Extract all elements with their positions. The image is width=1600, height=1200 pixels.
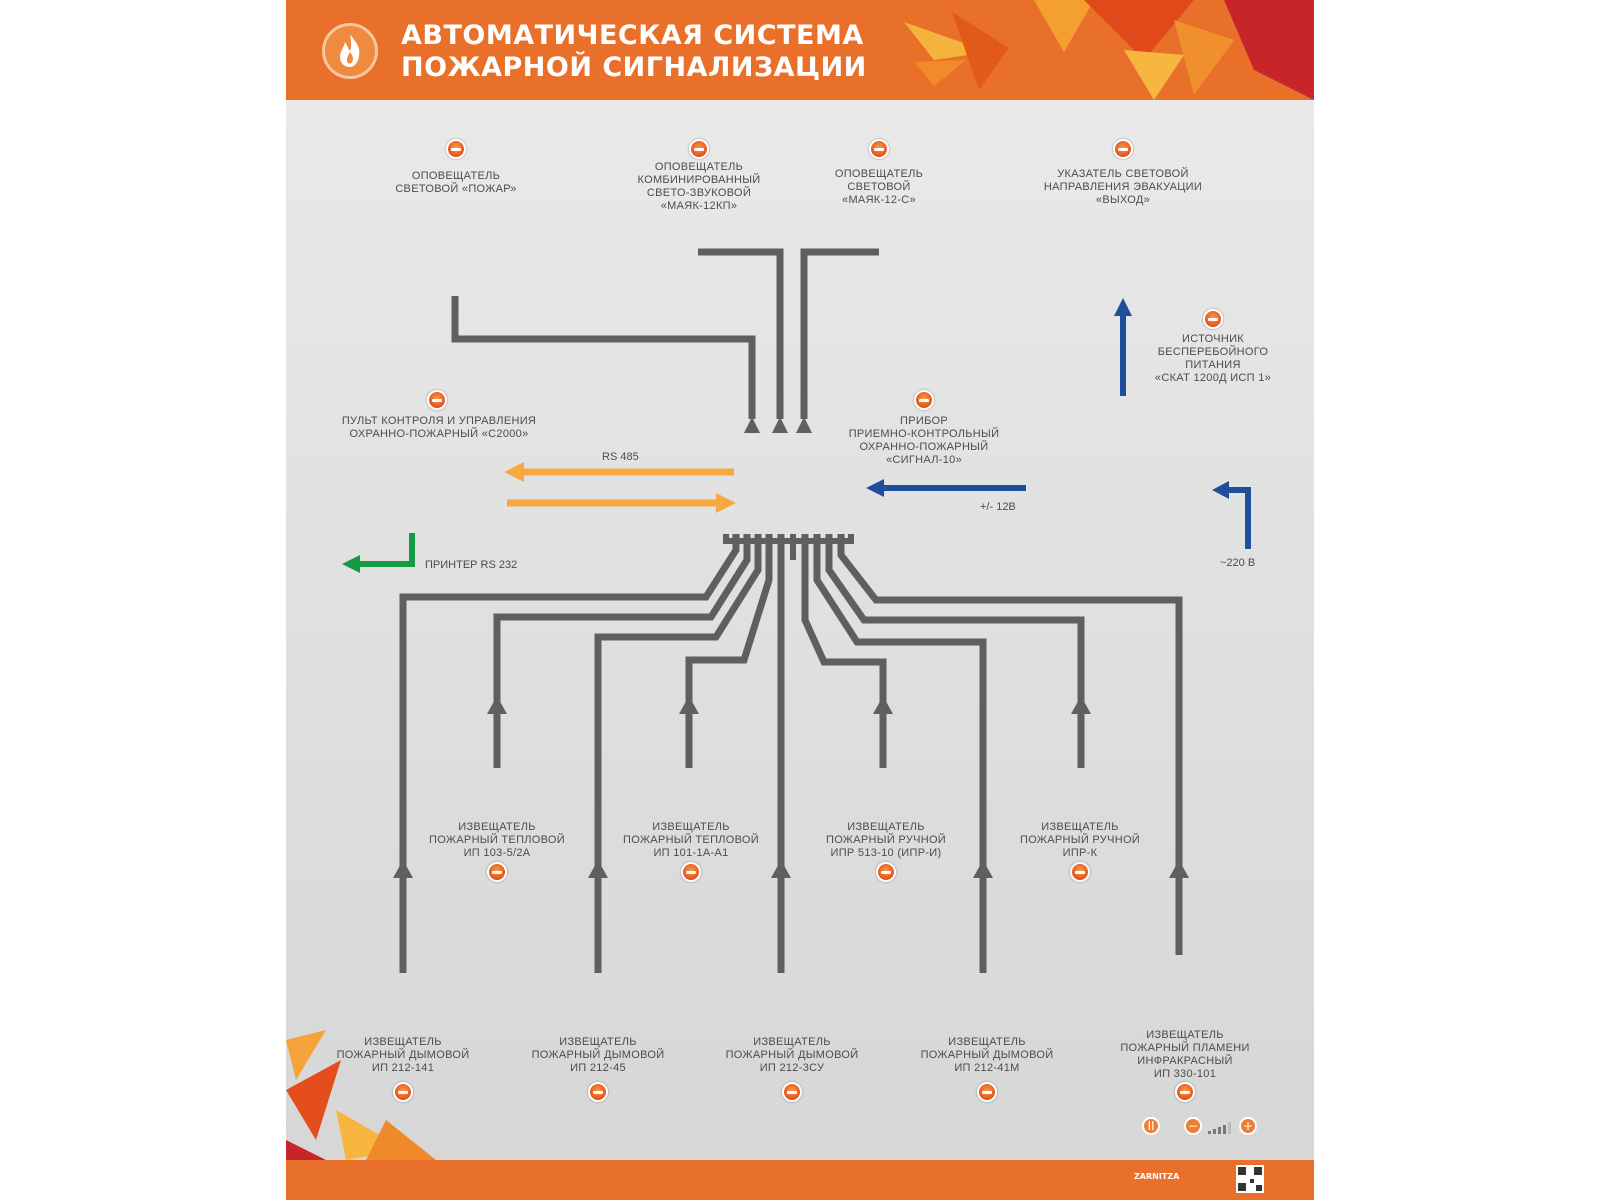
bus-comb [723, 534, 854, 544]
qr-code-icon [1236, 1165, 1264, 1193]
pause-button[interactable]: II [1142, 1117, 1160, 1135]
label-smoke-45: Извещательпожарный дымовой ИП 212-45 [531, 1036, 665, 1074]
label-ups: Источникбесперебойного питания«СКАТ 1200… [1154, 333, 1272, 384]
info-hotspot-signal10[interactable] [914, 390, 934, 410]
label-signal10: Приборприемно-контрольный охранно-пожарн… [848, 415, 1000, 466]
info-hotspot-mayak-12s[interactable] [869, 139, 889, 159]
label-c2000: Пульт контроля и управленияохранно-пожар… [341, 415, 537, 440]
label-flame-330: Извещательпожарный пламени инфракрасныйИ… [1120, 1029, 1250, 1080]
arrowhead-up [487, 696, 507, 714]
label-smoke-41m: Извещательпожарный дымовой ИП 212-41М [920, 1036, 1054, 1074]
info-hotspot-mayak-12kp[interactable] [689, 139, 709, 159]
arrowhead-up [973, 860, 993, 878]
label-exit-sign: Указатель световойнаправления эвакуации … [1043, 168, 1203, 206]
label-manual-iprk: Извещательпожарный ручной ИПР-К [1019, 821, 1141, 859]
rs485-link [504, 462, 736, 513]
label-mayak-12s: Оповещательсветовой «Маяк-12-С» [834, 168, 924, 206]
info-hotspot-ups[interactable] [1203, 309, 1223, 329]
label-printer: ПРИНТЕР RS 232 [425, 559, 518, 571]
wire-bus-8 [825, 534, 1085, 768]
info-hotspot-c2000[interactable] [427, 390, 447, 410]
label-heat-103: Извещательпожарный тепловой ИП 103-5/2А [429, 821, 565, 859]
title-line-1: АВТОМАТИЧЕСКАЯ СИСТЕМА [401, 20, 864, 51]
label-mayak-12kp: Оповещателькомбинированный свето-звуково… [637, 161, 761, 212]
wire-top-left [451, 296, 756, 419]
volume-up-button[interactable]: + [1239, 1117, 1257, 1135]
info-hotspot-manual-iprk[interactable] [1070, 862, 1090, 882]
info-hotspot-smoke-41m[interactable] [977, 1082, 997, 1102]
info-hotspot-smoke-141[interactable] [393, 1082, 413, 1102]
label-smoke-3su: Извещательпожарный дымовой ИП 212-3СУ [725, 1036, 859, 1074]
flame-icon [322, 23, 378, 79]
label-light-fire: Оповещательсветовой «Пожар» [395, 170, 517, 195]
arrowhead-up [679, 696, 699, 714]
label-heat-101: Извещательпожарный тепловой ИП 101-1А-А1 [623, 821, 759, 859]
label-ac220: ~220 В [1220, 557, 1256, 569]
info-hotspot-exit-sign[interactable] [1113, 139, 1133, 159]
volume-level-indicator [1208, 1122, 1232, 1134]
page-title: АВТОМАТИЧЕСКАЯ СИСТЕМА ПОЖАРНОЙ СИГНАЛИЗ… [401, 20, 867, 84]
wire-top-center [698, 248, 784, 419]
volume-down-button[interactable]: − [1184, 1117, 1202, 1135]
label-manual-513: Извещательпожарный ручной ИПР 513-10 (ИП… [825, 821, 947, 859]
arrowhead-up [771, 860, 791, 878]
printer-link [342, 533, 415, 573]
arrowhead-up [772, 417, 788, 433]
flame-decoration-bottom [286, 1030, 436, 1160]
wire-bus-2 [493, 534, 751, 768]
brand-logo: ZARNITZA [1134, 1172, 1180, 1181]
arrowhead-up [873, 696, 893, 714]
label-dc12: +/- 12В [980, 501, 1016, 513]
title-line-2: ПОЖАРНОЙ СИГНАЛИЗАЦИИ [401, 52, 867, 83]
arrowhead-up [588, 860, 608, 878]
label-smoke-141: Извещательпожарный дымовой ИП 212-141 [336, 1036, 470, 1074]
arrowhead-up [393, 860, 413, 878]
arrowhead-up [1071, 696, 1091, 714]
dc12-link [866, 479, 1026, 497]
wire-bus-1 [399, 534, 740, 973]
arrowhead-up [1169, 860, 1189, 878]
ups-to-exit-link [1114, 298, 1132, 396]
label-rs485: RS 485 [602, 451, 639, 463]
wire-bus-3 [594, 534, 762, 973]
flame-decoration [904, 0, 1314, 100]
info-hotspot-heat-101[interactable] [681, 862, 701, 882]
arrowhead-up [796, 417, 812, 433]
footer-bar: ZARNITZA [286, 1160, 1314, 1200]
poster: АВТОМАТИЧЕСКАЯ СИСТЕМА ПОЖАРНОЙ СИГНАЛИЗ… [286, 0, 1314, 1200]
info-hotspot-heat-103[interactable] [487, 862, 507, 882]
info-hotspot-smoke-3su[interactable] [782, 1082, 802, 1102]
wire-bus-7 [813, 534, 987, 973]
wiring-diagram [286, 248, 1251, 1160]
info-hotspot-light-fire[interactable] [446, 139, 466, 159]
info-hotspot-smoke-45[interactable] [588, 1082, 608, 1102]
wire-top-right [800, 248, 879, 419]
ac220-link [1212, 481, 1251, 549]
wire-bus-9 [837, 534, 1183, 955]
header-bar: АВТОМАТИЧЕСКАЯ СИСТЕМА ПОЖАРНОЙ СИГНАЛИЗ… [286, 0, 1314, 100]
arrowhead-up [744, 417, 760, 433]
info-hotspot-flame-330[interactable] [1175, 1082, 1195, 1102]
info-hotspot-manual-513[interactable] [876, 862, 896, 882]
